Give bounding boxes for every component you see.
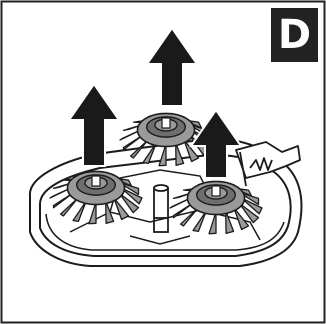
cutter-drive-slot	[92, 176, 100, 186]
step-label: D	[271, 8, 318, 62]
center-pin	[154, 185, 168, 232]
cutter-drive-slot	[212, 186, 220, 196]
cutter-drive-slot	[162, 118, 170, 128]
